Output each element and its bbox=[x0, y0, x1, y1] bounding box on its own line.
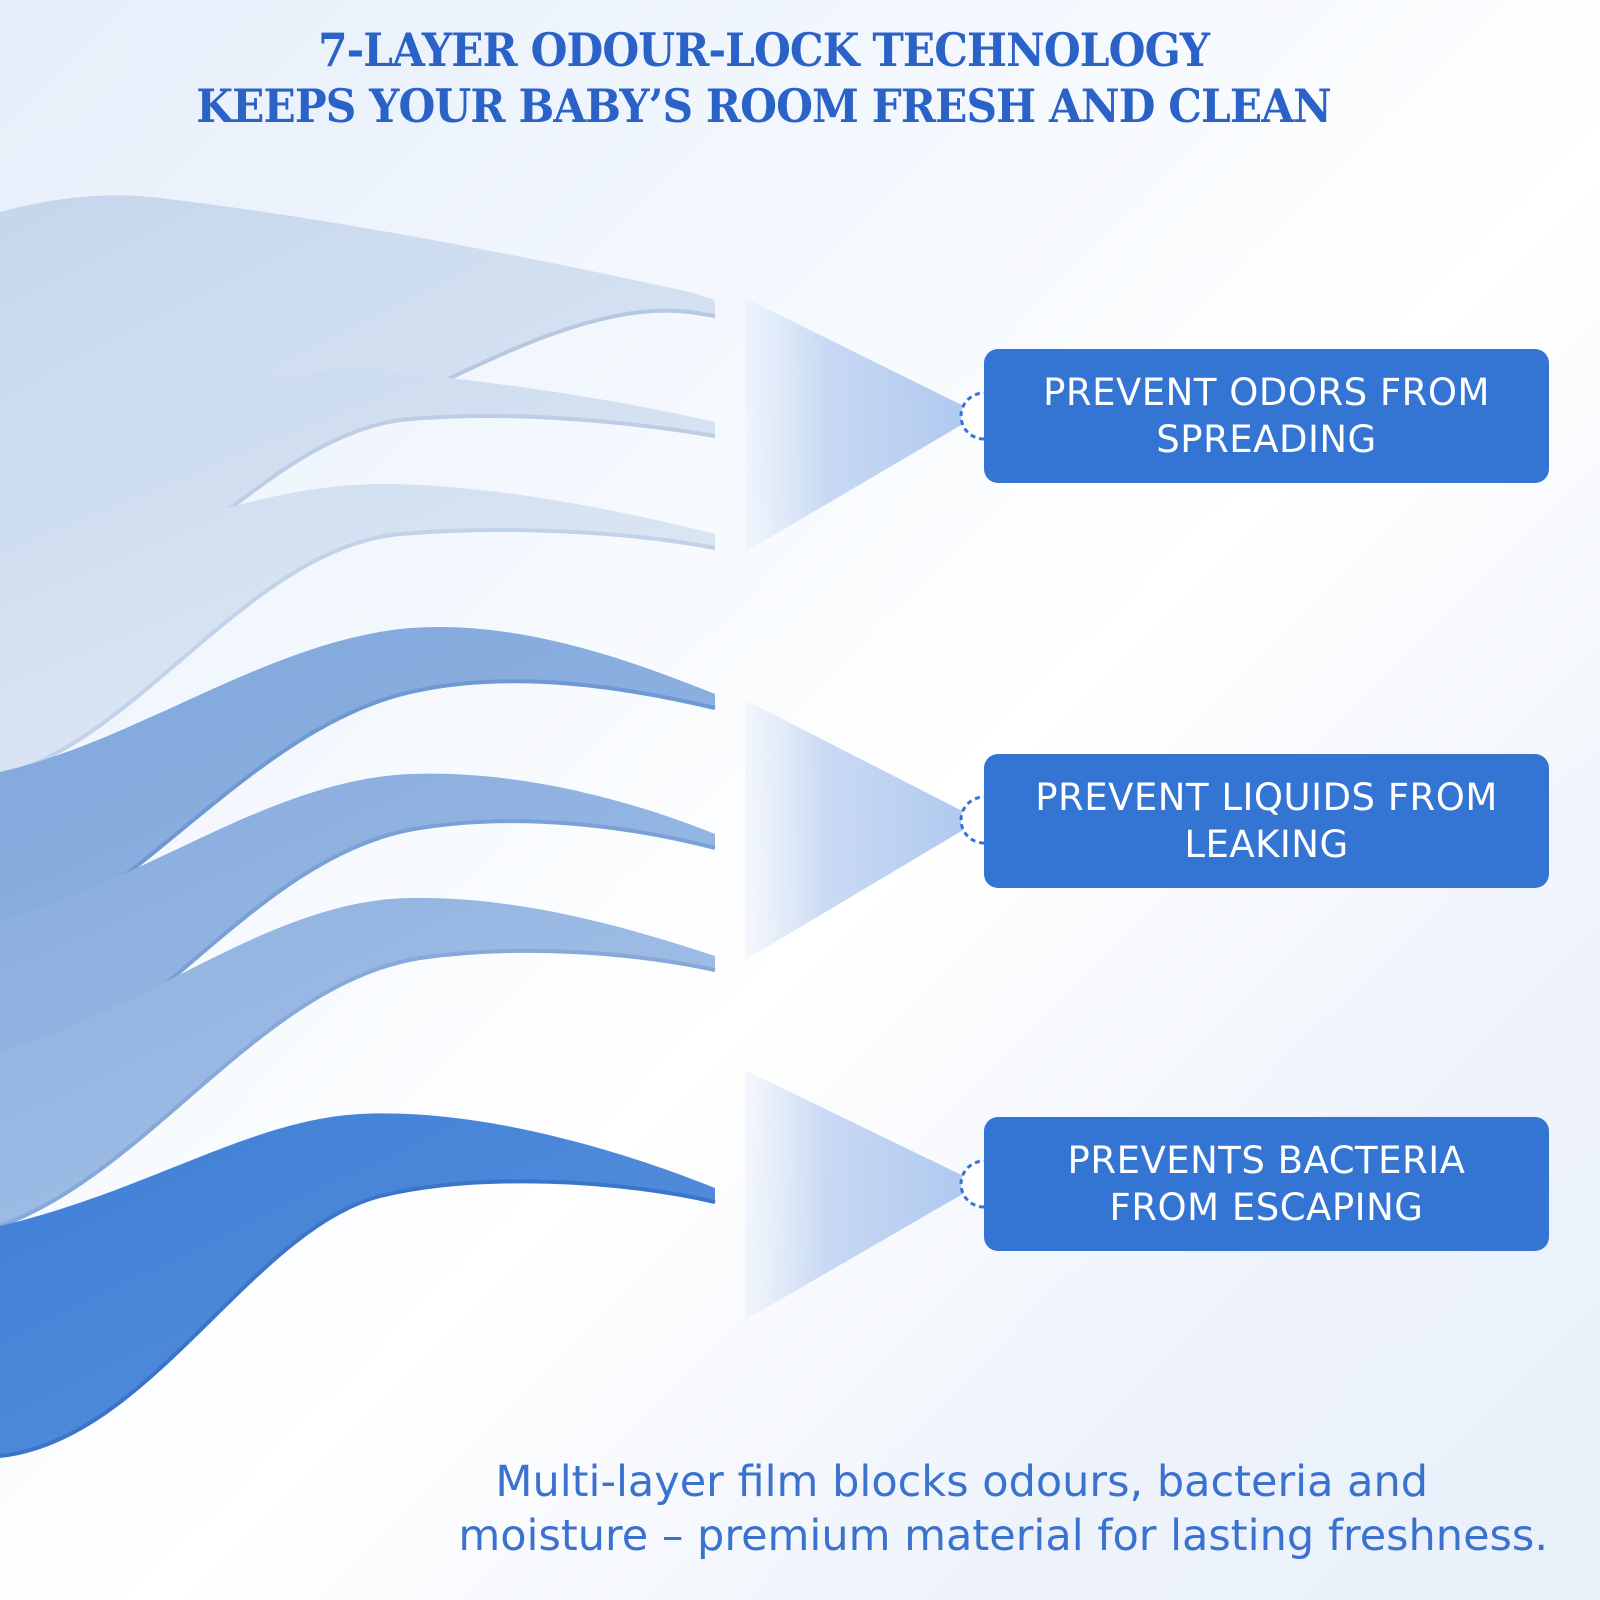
headline-line-2: KEEPS YOUR BABY’S ROOM FRESH AND CLEAN bbox=[196, 79, 1332, 133]
feature-text-line: LEAKING bbox=[1184, 823, 1349, 866]
feature-text-line: PREVENTS BACTERIA bbox=[1067, 1139, 1466, 1182]
beam-bacteria bbox=[745, 1070, 980, 1320]
feature-text-line: PREVENT ODORS FROM bbox=[1043, 371, 1490, 414]
caption-line-1: Multi-layer film blocks odours, bacteria… bbox=[495, 1457, 1428, 1507]
headline-line-1: 7-LAYER ODOUR-LOCK TECHNOLOGY bbox=[318, 23, 1210, 77]
feature-box-odors: PREVENT ODORS FROM SPREADING bbox=[984, 349, 1549, 483]
feature-box-liquids: PREVENT LIQUIDS FROM LEAKING bbox=[984, 754, 1549, 888]
layer-3 bbox=[0, 483, 716, 778]
feature-text-line: FROM ESCAPING bbox=[1109, 1186, 1424, 1229]
feature-box-bacteria: PREVENTS BACTERIA FROM ESCAPING bbox=[984, 1117, 1549, 1251]
feature-text-line: SPREADING bbox=[1156, 418, 1377, 461]
caption-line-2: moisture – premium material for lasting … bbox=[458, 1511, 1548, 1561]
layer-7 bbox=[0, 1113, 716, 1458]
beam-liquids bbox=[745, 700, 980, 960]
layer-6 bbox=[0, 897, 716, 1228]
beam-odors bbox=[745, 298, 980, 552]
feature-text-line: PREVENT LIQUIDS FROM bbox=[1035, 776, 1498, 819]
